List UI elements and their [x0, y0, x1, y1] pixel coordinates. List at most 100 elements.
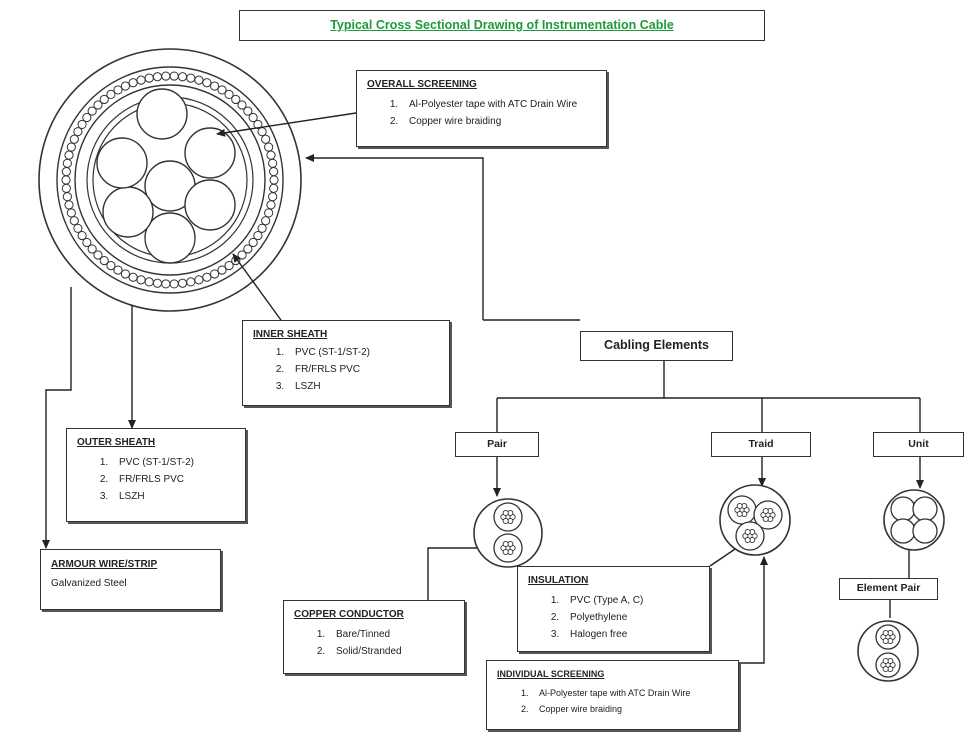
- armour-strand: [202, 272, 212, 282]
- armour-strand: [257, 127, 267, 137]
- list-item: PVC (Type A, C): [562, 592, 699, 609]
- copper-conductor-box: COPPER CONDUCTOR Bare/Tinned Solid/Stran…: [283, 600, 465, 674]
- armour-strand: [82, 112, 92, 123]
- armour-strand: [248, 237, 258, 248]
- armour-strand: [257, 223, 267, 233]
- armour-strand: [136, 275, 146, 285]
- pair-element: [473, 498, 543, 568]
- armour-strand: [61, 183, 71, 193]
- individual-screening-heading: INDIVIDUAL SCREENING: [497, 669, 605, 679]
- list-item: PVC (ST-1/ST-2): [111, 454, 235, 471]
- insulation-list: PVC (Type A, C) Polyethylene Halogen fre…: [528, 592, 699, 643]
- armour-strand: [243, 106, 253, 116]
- armour-strand: [152, 278, 163, 288]
- armour-strand: [87, 106, 97, 116]
- list-item: Bare/Tinned: [328, 626, 454, 643]
- connector-lines: [42, 112, 924, 664]
- list-item: LSZH: [287, 378, 439, 395]
- armour-strand: [62, 158, 72, 168]
- unit-element: [883, 489, 945, 551]
- armour-strand: [237, 100, 247, 110]
- armour-strand: [144, 277, 154, 287]
- diagram-title: Typical Cross Sectional Drawing of Instr…: [239, 10, 765, 41]
- outer-sheath-heading: OUTER SHEATH: [77, 437, 156, 448]
- list-item: Copper wire braiding: [531, 701, 728, 717]
- overall-screening-list: Al-Polyester tape with ATC Drain Wire Co…: [367, 96, 596, 130]
- armour-strand: [64, 200, 74, 210]
- armour-strand: [248, 112, 258, 123]
- list-item: PVC (ST-1/ST-2): [287, 344, 439, 361]
- armour-strand: [161, 71, 171, 81]
- armour-strand: [209, 81, 220, 91]
- armour-strand: [128, 272, 138, 282]
- armour-strand: [202, 78, 212, 88]
- armour-strand: [106, 89, 116, 100]
- armour-strand: [209, 269, 220, 279]
- armour-strand: [217, 265, 227, 275]
- armour-strand: [87, 244, 97, 254]
- armour-strand: [231, 94, 241, 105]
- armour-strand: [269, 175, 279, 185]
- list-item: Halogen free: [562, 626, 699, 643]
- armour-strand: [261, 134, 271, 144]
- armour-strand: [264, 142, 274, 152]
- overall-screening-heading: OVERALL SCREENING: [367, 79, 477, 90]
- list-item: FR/FRLS PVC: [287, 361, 439, 378]
- armour-heading: ARMOUR WIRE/STRIP: [51, 559, 158, 570]
- armour-strand: [136, 75, 146, 85]
- armour-strand: [82, 237, 92, 248]
- armour-strand: [169, 279, 179, 289]
- armour-strand: [61, 175, 71, 185]
- armour-strand: [194, 75, 204, 85]
- list-item: FR/FRLS PVC: [111, 471, 235, 488]
- armour-strand: [194, 275, 204, 285]
- inner-sheath-box: INNER SHEATH PVC (ST-1/ST-2) FR/FRLS PVC…: [242, 320, 450, 406]
- armour-strand: [106, 260, 116, 271]
- insulation-box: INSULATION PVC (Type A, C) Polyethylene …: [517, 566, 710, 652]
- individual-screening-list: Al-Polyester tape with ATC Drain Wire Co…: [497, 685, 728, 717]
- list-item: Al-Polyester tape with ATC Drain Wire: [401, 96, 596, 113]
- overall-screening-box: OVERALL SCREENING Al-Polyester tape with…: [356, 70, 607, 147]
- armour-strand: [186, 73, 196, 83]
- inner-sheath-list: PVC (ST-1/ST-2) FR/FRLS PVC LSZH: [253, 344, 439, 395]
- list-item: Polyethylene: [562, 609, 699, 626]
- individual-screening-box: INDIVIDUAL SCREENING Al-Polyester tape w…: [486, 660, 739, 730]
- armour-strand: [99, 255, 109, 266]
- outer-sheath-box: OUTER SHEATH PVC (ST-1/ST-2) FR/FRLS PVC…: [66, 428, 246, 522]
- element-pair-drawing: [857, 620, 919, 682]
- armour-strand: [266, 200, 276, 210]
- armour-strand: [268, 192, 278, 202]
- element-pair-label: Element Pair: [839, 578, 938, 600]
- armour-strand: [264, 208, 274, 218]
- armour-strand: [152, 72, 163, 82]
- armour-strand: [268, 158, 278, 168]
- list-item: Copper wire braiding: [401, 113, 596, 130]
- armour-strand: [266, 150, 276, 160]
- armour-strand: [93, 250, 103, 260]
- armour-strand: [144, 73, 154, 83]
- armour-strand: [113, 85, 123, 95]
- pair-label: Pair: [455, 432, 539, 457]
- armour-strand: [66, 142, 76, 152]
- insulation-heading: INSULATION: [528, 575, 589, 586]
- armour-box: ARMOUR WIRE/STRIP Galvanized Steel: [40, 549, 221, 610]
- armour-strand: [186, 277, 196, 287]
- triad-label: Traid: [711, 432, 811, 457]
- armour-strand: [66, 208, 76, 218]
- cabling-elements-label: Cabling Elements: [580, 331, 733, 361]
- list-item: Al-Polyester tape with ATC Drain Wire: [531, 685, 728, 701]
- inner-sheath-heading: INNER SHEATH: [253, 329, 328, 340]
- armour-strand: [177, 278, 188, 288]
- armour-strand: [269, 183, 279, 193]
- cable-cross-section: [38, 48, 302, 312]
- armour-text: Galvanized Steel: [51, 578, 127, 589]
- armour-strand: [73, 223, 83, 233]
- armour-ring: [61, 71, 279, 289]
- armour-strand: [169, 71, 179, 81]
- copper-conductor-heading: COPPER CONDUCTOR: [294, 609, 404, 620]
- triad-element: [719, 484, 791, 556]
- armour-strand: [73, 127, 83, 137]
- armour-strand: [161, 279, 171, 289]
- copper-conductor-list: Bare/Tinned Solid/Stranded: [294, 626, 454, 660]
